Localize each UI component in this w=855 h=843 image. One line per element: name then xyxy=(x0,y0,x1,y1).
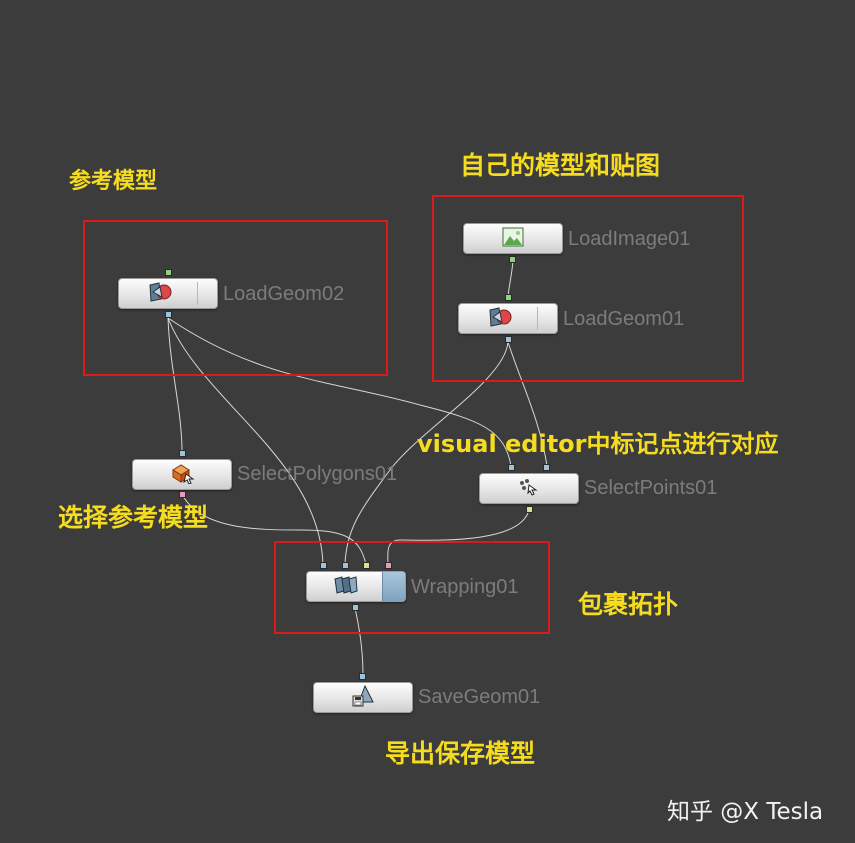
loadgeom02-output-port[interactable] xyxy=(165,311,172,318)
savegeom01-input-port[interactable] xyxy=(359,673,366,680)
own-model-frame xyxy=(432,195,744,382)
wrapping01-node[interactable] xyxy=(306,571,406,602)
loadgeom01-node[interactable] xyxy=(458,303,558,334)
wrapping01-polygons-input-port[interactable] xyxy=(385,562,392,569)
loadgeom02-input-port[interactable] xyxy=(165,269,172,276)
select-polygons-icon xyxy=(169,462,195,488)
selectpoints01-geometry-input-port[interactable] xyxy=(508,464,515,471)
wrapping01-points-input-port[interactable] xyxy=(363,562,370,569)
annotation-reference-model: 参考模型 xyxy=(69,169,158,194)
watermark: 知乎 @X Tesla xyxy=(667,799,824,825)
loadgeom02-node[interactable] xyxy=(118,278,218,309)
geometry-icon xyxy=(147,281,173,307)
loadgeom01-label: LoadGeom01 xyxy=(563,308,685,330)
save-geometry-icon xyxy=(351,684,375,712)
node-divider xyxy=(197,282,198,305)
reference-model-frame xyxy=(83,220,388,376)
node-divider xyxy=(537,307,538,330)
wrapping01-label: Wrapping01 xyxy=(411,576,519,598)
loadimage01-output-port[interactable] xyxy=(509,256,516,263)
wrapping-icon xyxy=(333,575,359,599)
selectpolygons01-output-port[interactable] xyxy=(179,491,186,498)
loadimage01-node[interactable] xyxy=(463,223,563,254)
wrapping01-basemesh-input-port[interactable] xyxy=(342,562,349,569)
wrapping01-output-port[interactable] xyxy=(352,604,359,611)
selectpoints01-reference-input-port[interactable] xyxy=(543,464,550,471)
select-points-icon xyxy=(518,478,540,500)
selectpolygons01-node[interactable] xyxy=(132,459,232,490)
annotation-select-reference: 选择参考模型 xyxy=(58,503,209,532)
annotation-export-model: 导出保存模型 xyxy=(385,739,536,768)
selectpoints01-output-port[interactable] xyxy=(526,506,533,513)
selectpoints01-label: SelectPoints01 xyxy=(584,477,718,499)
selectpolygons01-input-port[interactable] xyxy=(179,450,186,457)
loadgeom01-output-port[interactable] xyxy=(505,336,512,343)
savegeom01-node[interactable] xyxy=(313,682,413,713)
wrapping-node-status xyxy=(382,572,405,601)
annotation-wrap-topology: 包裹拓扑 xyxy=(578,590,679,619)
annotation-own-model-texture: 自己的模型和贴图 xyxy=(460,151,661,180)
geometry-icon xyxy=(487,306,513,332)
loadgeom01-texture-input-port[interactable] xyxy=(505,294,512,301)
selectpolygons01-label: SelectPolygons01 xyxy=(237,463,398,485)
wrapping-frame xyxy=(274,541,550,634)
selectpoints01-node[interactable] xyxy=(479,473,579,504)
loadimage01-label: LoadImage01 xyxy=(568,228,691,250)
image-icon xyxy=(502,227,524,251)
loadgeom02-label: LoadGeom02 xyxy=(223,283,345,305)
annotation-visual-editor-note: visual editor中标记点进行对应 xyxy=(417,430,779,458)
wrapping01-floating-input-port[interactable] xyxy=(320,562,327,569)
savegeom01-label: SaveGeom01 xyxy=(418,686,541,708)
